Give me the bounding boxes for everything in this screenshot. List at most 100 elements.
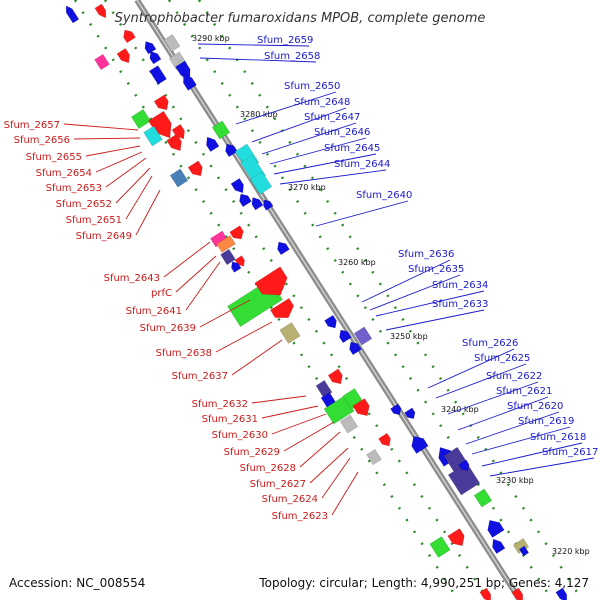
gene-label-right: Sfum_2633	[432, 299, 488, 310]
gene-feature	[555, 587, 568, 600]
label-leader	[261, 122, 357, 155]
label-leader	[465, 411, 560, 445]
gene-feature	[473, 488, 493, 508]
gene-feature	[149, 51, 162, 65]
gene-feature	[149, 65, 167, 85]
gene-label-left: Sfum_2643	[104, 273, 160, 284]
gene-label-left: Sfum_2628	[240, 463, 296, 474]
gene-feature	[229, 225, 244, 240]
gene-label-right: Sfum_2618	[530, 432, 586, 443]
label-leader	[135, 189, 161, 236]
gene-feature	[404, 407, 416, 420]
gene-label-left: Sfum_2652	[56, 199, 112, 210]
label-leader	[447, 381, 539, 415]
label-leader	[481, 442, 583, 467]
gene-label-right: Sfum_2617	[542, 447, 598, 458]
label-leader	[197, 43, 310, 47]
label-leader	[471, 426, 571, 455]
gene-feature	[147, 110, 172, 139]
gene-feature	[187, 160, 203, 177]
gene-feature	[211, 120, 231, 140]
label-leader	[427, 348, 515, 389]
gene-feature	[447, 528, 465, 547]
gene-feature	[231, 261, 242, 273]
gene-label-left: Sfum_2649	[76, 231, 132, 242]
gene-feature	[94, 3, 107, 19]
gene-feature	[94, 53, 110, 71]
gene-feature	[153, 94, 169, 111]
label-leader	[85, 145, 141, 157]
gene-feature	[429, 536, 451, 558]
gene-label-left: Sfum_2629	[224, 447, 280, 458]
gene-label-left: Sfum_2623	[272, 511, 328, 522]
gene-label-right: Sfum_2644	[334, 159, 390, 170]
gene-label-left: Sfum_2653	[46, 183, 102, 194]
gene-label-left: prfC	[151, 288, 172, 299]
gene-feature	[352, 398, 370, 417]
gene-feature	[163, 33, 181, 53]
genome-info-label: Topology: circular; Length: 4,990,251 bp…	[258, 576, 589, 590]
gene-feature	[230, 177, 244, 194]
label-leader	[321, 457, 351, 499]
label-leaders	[63, 43, 595, 516]
label-leader	[457, 396, 549, 431]
gene-feature	[123, 29, 136, 44]
label-leader	[199, 299, 251, 328]
label-leader	[63, 123, 139, 131]
gene-label-right: Sfum_2621	[496, 386, 552, 397]
gene-label-right: Sfum_2645	[324, 143, 380, 154]
gene-feature	[263, 199, 274, 211]
gene-feature	[249, 171, 273, 195]
label-leader	[235, 91, 337, 125]
label-leader	[251, 107, 347, 143]
gene-feature	[216, 235, 236, 253]
gene-feature	[324, 314, 337, 329]
gene-feature	[206, 136, 220, 153]
label-leader	[279, 169, 387, 185]
label-leader	[331, 471, 359, 516]
label-leader	[361, 259, 451, 303]
label-leader	[175, 255, 217, 293]
label-leader	[215, 321, 273, 353]
label-leader	[271, 413, 327, 435]
gene-label-left: Sfum_2624	[262, 494, 318, 505]
label-leader	[269, 137, 367, 165]
label-leader	[115, 167, 151, 204]
gene-feature	[339, 329, 352, 344]
label-leader	[299, 431, 341, 468]
accession-label: Accession: NC_008554	[9, 576, 145, 590]
gene-feature	[277, 241, 290, 256]
label-leader	[435, 363, 527, 399]
gene-label-right: Sfum_2646	[314, 127, 370, 138]
label-leader	[369, 274, 461, 311]
gene-feature	[270, 297, 295, 319]
label-leader	[125, 175, 153, 220]
gene-label-right: Sfum_2659	[257, 35, 313, 46]
gene-label-right: Sfum_2636	[398, 249, 454, 260]
gene-feature	[511, 587, 524, 600]
gene-feature	[220, 248, 236, 266]
gene-feature	[378, 432, 391, 447]
gene-label-right: Sfum_2626	[462, 338, 518, 349]
kbp-marker-label: 3230 kbp	[496, 476, 534, 485]
gene-feature	[144, 41, 157, 55]
gene-feature	[390, 403, 402, 416]
label-leader	[283, 421, 335, 452]
gene-label-right: Sfum_2635	[408, 264, 464, 275]
gene-label-right: Sfum_2648	[294, 97, 350, 108]
gene-feature	[183, 73, 197, 91]
gene-feature	[143, 125, 163, 147]
label-leader	[261, 405, 319, 419]
genome-backbone-highlight	[136, 0, 521, 600]
gene-feature	[353, 326, 373, 346]
gene-label-right: Sfum_2620	[507, 401, 563, 412]
gene-label-left: Sfum_2632	[192, 399, 248, 410]
gene-feature	[169, 168, 189, 188]
gene-labels: Sfum_2659Sfum_2658Sfum_2650Sfum_2648Sfum…	[4, 35, 599, 522]
label-leader	[309, 447, 349, 484]
gene-label-left: Sfum_2631	[202, 414, 258, 425]
gene-label-right: Sfum_2634	[432, 280, 488, 291]
gene-feature	[209, 230, 229, 248]
gene-label-left: Sfum_2638	[156, 348, 212, 359]
